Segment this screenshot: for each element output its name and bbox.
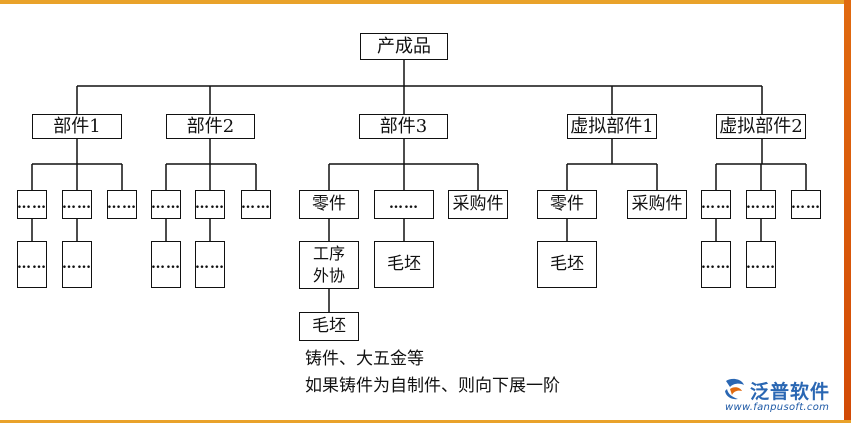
node-part2-grandchild-1: …… bbox=[151, 241, 181, 288]
bottom-accent-bar bbox=[0, 420, 851, 423]
node-part3-other: …… bbox=[374, 190, 434, 219]
logo-mark-icon bbox=[725, 378, 744, 400]
node-part3-purchased: 采购件 bbox=[448, 190, 508, 219]
node-virtual2-child-2: …… bbox=[746, 190, 776, 219]
node-process-blank: 毛坯 bbox=[299, 312, 359, 341]
node-part1-grandchild-1: …… bbox=[17, 241, 47, 288]
brand-logo: 泛普软件 www.fanpusoft.com bbox=[722, 377, 844, 417]
outsourced-process-line2: 外协 bbox=[312, 266, 345, 285]
node-part3-component: 零件 bbox=[299, 190, 359, 219]
right-accent-bar bbox=[844, 0, 851, 423]
node-part-1: 部件1 bbox=[32, 114, 122, 139]
node-virtual1-purchased: 采购件 bbox=[627, 190, 687, 219]
node-part2-child-1: …… bbox=[151, 190, 181, 219]
node-virtual2-grandchild-1: …… bbox=[701, 241, 731, 288]
node-part1-child-1: …… bbox=[17, 190, 47, 219]
node-virtual-part-1: 虚拟部件1 bbox=[567, 114, 657, 139]
node-part1-grandchild-2: …… bbox=[62, 241, 92, 288]
top-accent-bar bbox=[0, 0, 851, 4]
logo-url: www.fanpusoft.com bbox=[725, 402, 830, 413]
node-part2-child-3: …… bbox=[241, 190, 271, 219]
node-root: 产成品 bbox=[360, 33, 448, 60]
node-part-2: 部件2 bbox=[166, 114, 255, 139]
node-virtual-part-2: 虚拟部件2 bbox=[716, 114, 806, 139]
outsourced-process-line1: 工序 bbox=[312, 244, 345, 264]
node-virtual2-grandchild-2: …… bbox=[746, 241, 776, 288]
node-virtual2-child-3: …… bbox=[791, 190, 821, 219]
node-part2-child-2: …… bbox=[195, 190, 225, 219]
node-virtual2-child-1: …… bbox=[701, 190, 731, 219]
node-part2-grandchild-2: …… bbox=[195, 241, 225, 288]
note-self-made-castings: 如果铸件为自制件、则向下展一阶 bbox=[305, 376, 560, 396]
node-part3-blank: 毛坯 bbox=[374, 241, 434, 288]
node-part1-child-3: …… bbox=[107, 190, 137, 219]
node-virtual1-component: 零件 bbox=[537, 190, 597, 219]
node-virtual1-blank: 毛坯 bbox=[537, 241, 597, 288]
logo-name: 泛普软件 bbox=[750, 381, 831, 403]
note-castings: 铸件、大五金等 bbox=[305, 349, 424, 369]
node-part1-child-2: …… bbox=[62, 190, 92, 219]
node-part-3: 部件3 bbox=[359, 114, 448, 139]
node-outsourced-process: 工序 外协 bbox=[299, 241, 359, 289]
